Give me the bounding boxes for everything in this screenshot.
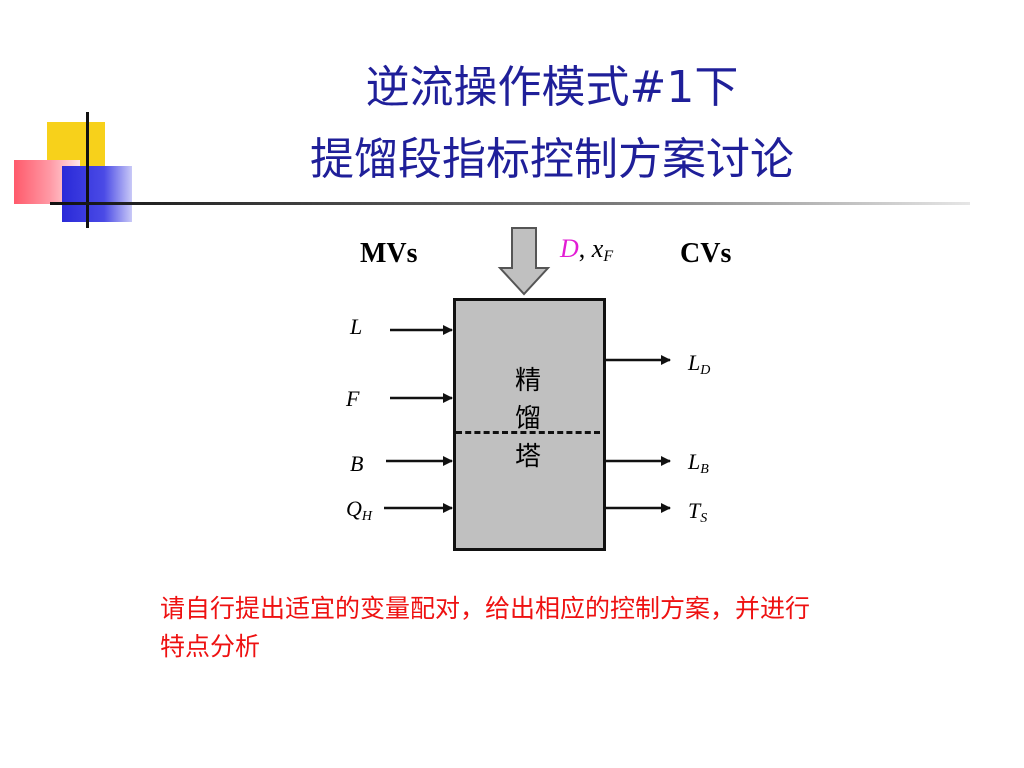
discussion-prompt: 请自行提出适宜的变量配对，给出相应的控制方案，并进行特点分析 [160, 594, 811, 661]
column-label-char: 馏 [514, 404, 541, 434]
disturbance-arrow [497, 227, 551, 296]
input-label-l: L [350, 314, 363, 339]
column-label: 精馏塔 [500, 362, 556, 476]
disturbance-label: D, xF [560, 234, 613, 266]
deco-blue-square [62, 166, 132, 222]
output-label-ts: TS [688, 498, 708, 526]
disturbance-x: x [591, 234, 604, 263]
deco-horizontal-rule [50, 202, 970, 205]
output-label-lb: LB [688, 449, 709, 477]
deco-vertical-line [86, 112, 89, 228]
column-label-char: 精 [514, 366, 541, 396]
slide-title-line-2: 提馏段指标控制方案讨论 [310, 134, 794, 185]
column-section-divider [456, 431, 600, 434]
disturbance-d: D [560, 234, 579, 263]
slide-title-line-1: 逆流操作模式#1下 [365, 62, 739, 113]
disturbance-x-subscript: F [603, 248, 614, 265]
input-label-f: F [346, 386, 360, 411]
input-label-b: B [350, 451, 364, 476]
column-label-char: 塔 [514, 442, 541, 472]
cvs-label: CVs [680, 238, 732, 269]
input-label-qh: QH [346, 496, 373, 524]
disturbance-separator: , [578, 234, 592, 263]
disturbance-xf: xF [591, 234, 614, 265]
distillation-column-block [453, 298, 606, 551]
output-label-ld: LD [688, 350, 711, 378]
mvs-label: MVs [360, 238, 418, 269]
